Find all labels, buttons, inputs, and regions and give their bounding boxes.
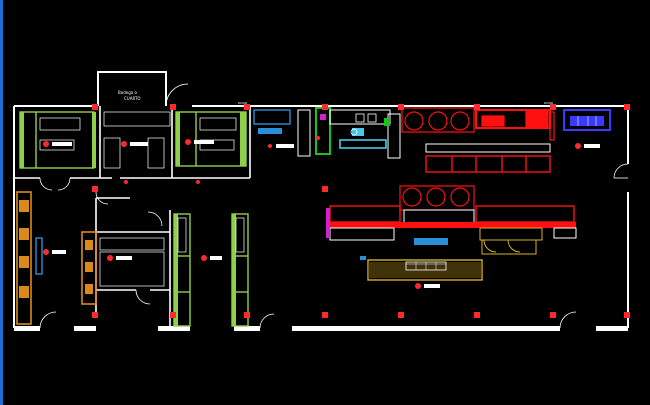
burner-icon	[402, 187, 422, 207]
room-tags	[43, 136, 581, 289]
red-shelf-row	[425, 155, 551, 173]
top-room-label-2: CUARTO	[124, 96, 141, 101]
room-tag-icon	[107, 255, 113, 261]
middle-island	[326, 185, 577, 255]
top-burners	[401, 107, 555, 141]
door-swing-icon	[483, 239, 497, 253]
room-tag-icon	[43, 141, 49, 147]
dish-station	[563, 109, 611, 131]
room-tag-icon	[185, 139, 191, 145]
top-counters	[253, 107, 401, 159]
burner-icon	[450, 187, 470, 207]
serving-table	[360, 256, 483, 281]
sink-icon	[367, 113, 377, 123]
top-room-label-1: Bodega o	[118, 90, 137, 95]
lower-fixtures	[483, 239, 521, 253]
burner-icon	[428, 111, 448, 131]
sink-icon	[350, 128, 358, 136]
door-swing-icon	[57, 177, 71, 191]
room-tag-icon	[575, 143, 581, 149]
left-cabinet	[16, 191, 97, 325]
sinks	[350, 113, 377, 136]
room-tag-icon	[196, 180, 200, 184]
door-tag-2: DOOR	[544, 101, 553, 105]
door-swing-icon	[559, 311, 577, 329]
room-tag-icon	[268, 144, 272, 148]
door-swing-icon	[613, 163, 629, 179]
door-tag-1: DOOR	[238, 101, 247, 105]
door-swing-icon	[147, 211, 163, 227]
interior-walls	[14, 106, 251, 328]
sink-icon	[355, 113, 365, 123]
room-tag-icon	[124, 180, 128, 184]
door-swing-icon	[39, 311, 57, 329]
room-tag-icon	[43, 249, 49, 255]
burner-icon	[426, 187, 446, 207]
outer-wall-thick	[14, 326, 628, 331]
door-swing-icon	[39, 177, 53, 191]
door-swing-icon	[95, 191, 109, 205]
door-swing-icon	[165, 83, 189, 107]
burner-icon	[450, 111, 470, 131]
room-fixtures	[39, 111, 245, 287]
door-swings	[39, 83, 629, 329]
mid-grey-block	[425, 143, 551, 153]
room-tag-icon	[316, 136, 320, 140]
partition-fills	[20, 112, 246, 326]
room-tag-icon	[201, 255, 207, 261]
door-swing-icon	[507, 239, 521, 253]
burner-icon	[404, 111, 424, 131]
tag-labels	[52, 140, 600, 288]
room-tag-icon	[121, 141, 127, 147]
room-tag-icon	[415, 283, 421, 289]
column-markers	[92, 104, 630, 318]
door-swing-icon	[259, 313, 275, 329]
door-swing-icon	[135, 289, 151, 305]
left-edge-bar	[0, 0, 3, 405]
